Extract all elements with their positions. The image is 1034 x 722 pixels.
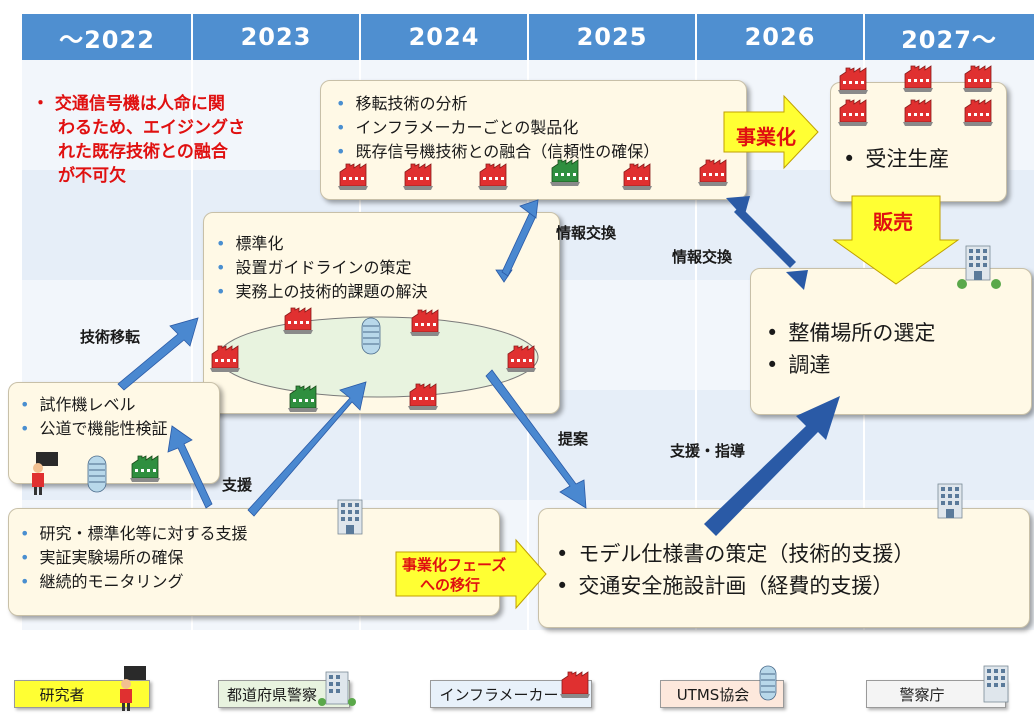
legend-researcher: 研究者: [14, 680, 150, 708]
label-info-exchange-2: 情報交換: [672, 248, 733, 266]
label-proposal: 提案: [558, 430, 589, 448]
note-line-2: わるため、エイジングさ: [58, 118, 245, 138]
site-item-1: •整備場所の選定: [766, 321, 936, 345]
note-line-4: が不可欠: [58, 166, 126, 186]
year-header-2026: 2026: [744, 23, 816, 51]
tech-item-2: •インフラメーカーごとの製品化: [336, 118, 579, 137]
year-header-2024: 2024: [408, 23, 480, 51]
standard-item-2: •設置ガイドラインの策定: [216, 258, 412, 277]
label-guidance: 支援・指導: [670, 442, 746, 460]
model-item-2: •交通安全施設計画（経費的支援）: [556, 574, 894, 598]
callout-phase-1: 事業化フェーズ: [402, 556, 507, 574]
callout-phase-2: への移行: [420, 576, 481, 594]
callout-commercialize: 事業化: [736, 125, 796, 149]
legend-npa: 警察庁: [866, 680, 1006, 708]
year-header-2023: 2023: [240, 23, 312, 51]
label-tech-transfer: 技術移転: [80, 328, 141, 346]
support-item-1: •研究・標準化等に対する支援: [20, 524, 248, 543]
tech-item-3: •既存信号機技術との融合（信頼性の確保）: [336, 142, 660, 161]
year-header-2025: 2025: [576, 23, 648, 51]
note-line-3: れた既存技術との融合: [58, 142, 228, 162]
year-header-2022: ～2022: [59, 25, 155, 54]
year-header-2027: 2027～: [901, 25, 997, 54]
prototype-item-2: •公道で機能性検証: [20, 419, 168, 438]
label-support: 支援: [222, 476, 253, 494]
support-item-3: •継続的モニタリング: [20, 572, 184, 591]
model-item-1: •モデル仕様書の策定（技術的支援）: [556, 542, 915, 566]
callout-sales: 販売: [873, 210, 913, 234]
prototype-item-1: •試作機レベル: [20, 395, 136, 414]
site-item-2: •調達: [766, 353, 831, 377]
legend-prefectural-police: 都道府県警察: [218, 680, 350, 708]
tech-item-1: •移転技術の分析: [336, 94, 468, 113]
production-item: •受注生産: [843, 147, 950, 171]
standard-item-1: •標準化: [216, 234, 284, 253]
note-line-1: ・ 交通信号機は人命に関: [32, 94, 225, 114]
box-site-selection: [750, 268, 1032, 415]
standard-item-3: •実務上の技術的課題の解決: [216, 282, 428, 301]
legend-infra-maker: インフラメーカー: [430, 680, 592, 708]
box-order-production: [830, 82, 1007, 202]
label-info-exchange-1: 情報交換: [556, 224, 617, 242]
support-item-2: •実証実験場所の確保: [20, 548, 184, 567]
box-tech-analysis: [320, 80, 747, 200]
legend-utms: UTMS協会: [660, 680, 784, 708]
